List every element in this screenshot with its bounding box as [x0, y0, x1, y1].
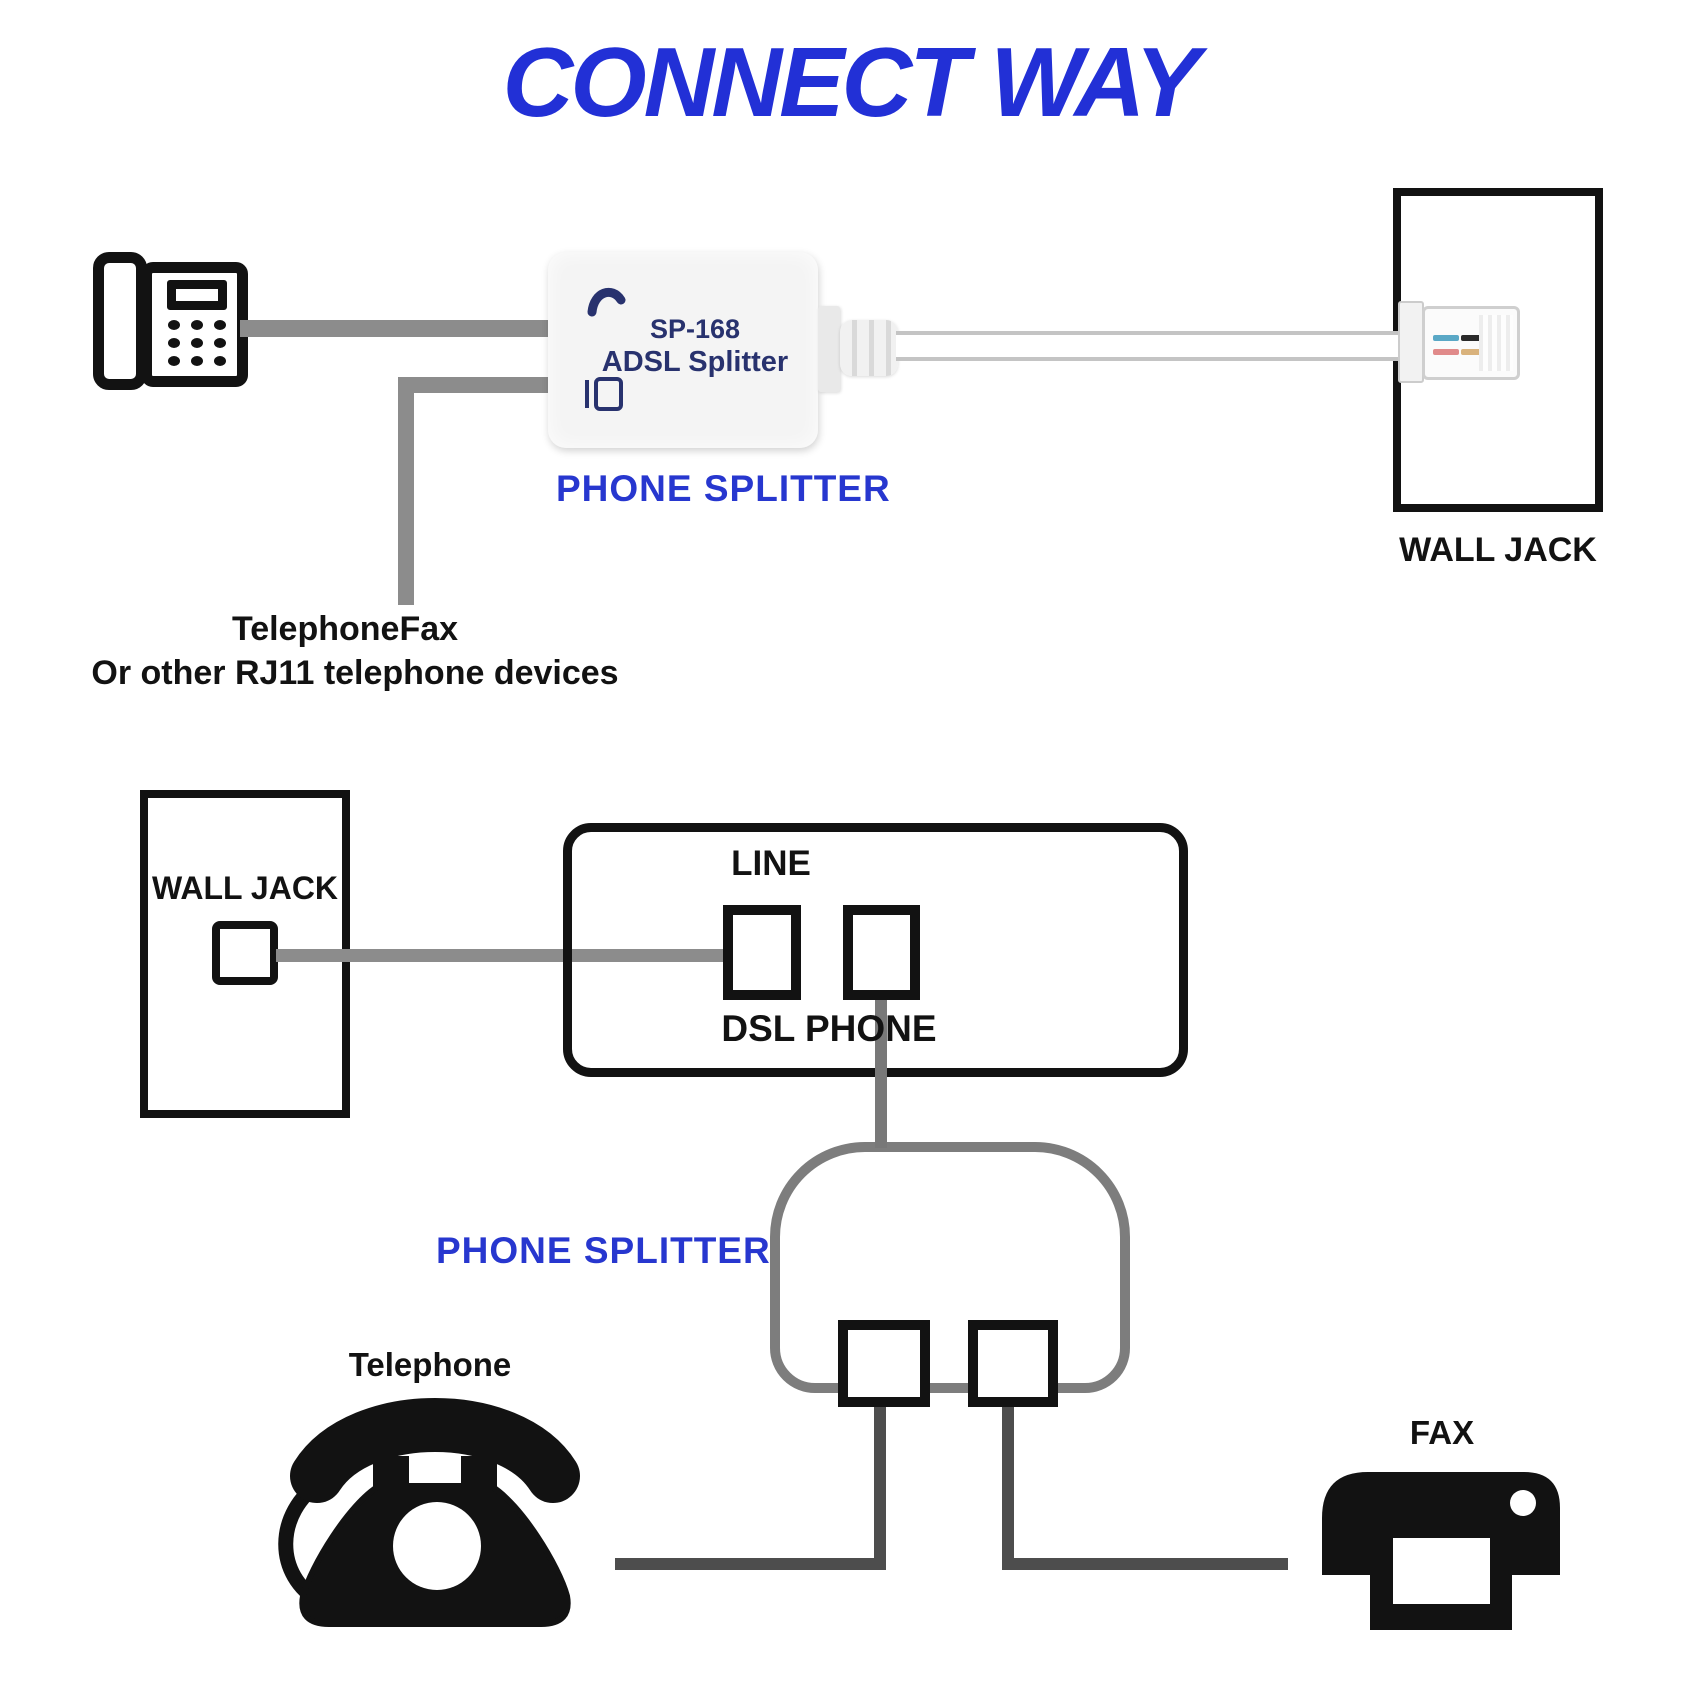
- wall-jack-top-label: WALL JACK: [1399, 531, 1597, 569]
- line-port-label: LINE: [731, 844, 811, 883]
- fax-label: FAX: [1409, 1414, 1475, 1451]
- adsl-splitter-device: SP-168 ADSL Splitter: [548, 252, 818, 448]
- dsl-port: [723, 905, 801, 1000]
- rj11-wire-blue: [1433, 335, 1459, 341]
- cable-strain-relief: [840, 320, 898, 376]
- phone-splitter-label-bottom: PHONE SPLITTER: [436, 1230, 771, 1271]
- desk-phone-display: [167, 280, 227, 310]
- phone-splitter-dome: [770, 1142, 1130, 1393]
- device-name-text: ADSL Splitter: [601, 346, 789, 378]
- branch-note-line2: Or other RJ11 telephone devices: [91, 654, 619, 692]
- rj11-pin-ridges: [1479, 315, 1513, 371]
- desk-phone-keypad: [168, 320, 228, 366]
- fax-icon: [1322, 1472, 1560, 1630]
- line-socket-icon: [585, 377, 623, 411]
- rj11-plug-collar: [1398, 301, 1424, 383]
- splitter-connector-stub: [818, 306, 840, 392]
- line-splitter-to-fax-vertical: [1002, 1405, 1014, 1570]
- telephone-label: Telephone: [348, 1346, 512, 1383]
- device-model-text: SP-168: [649, 314, 741, 344]
- phone-port: [843, 905, 920, 1000]
- splitter-port-right: [968, 1320, 1058, 1407]
- splitter-port-left: [838, 1320, 930, 1407]
- desk-phone-handset: [93, 252, 147, 390]
- branch-note-line1: TelephoneFax: [231, 610, 459, 648]
- rj11-wire-black: [1461, 335, 1481, 341]
- line-phone-to-splitter: [240, 320, 552, 337]
- line-phoneport-to-splitter: [875, 998, 887, 1148]
- cable-splitter-to-walljack: [896, 331, 1424, 361]
- dsl-phone-ports-label: DSL PHONE: [721, 1008, 937, 1049]
- line-splitter-to-telephone-vertical: [874, 1405, 886, 1570]
- line-splitter-to-telephone-horizontal: [615, 1558, 886, 1570]
- phone-splitter-label-top: PHONE SPLITTER: [556, 468, 891, 509]
- line-walljack-to-line-port: [276, 949, 726, 962]
- rj11-wire-yellow: [1461, 349, 1481, 355]
- wall-jack-port: [212, 921, 278, 985]
- branch-line-horizontal: [398, 377, 552, 393]
- wall-jack-bottom-label: WALL JACK: [151, 870, 339, 906]
- line-splitter-to-fax-horizontal: [1002, 1558, 1288, 1570]
- rotary-phone-icon: [278, 1398, 580, 1627]
- page-title: CONNECT WAY: [502, 27, 1201, 137]
- handset-icon: [587, 287, 626, 317]
- rj11-wire-red: [1433, 349, 1459, 355]
- branch-line-vertical: [398, 377, 414, 605]
- rj11-plug-icon: [1422, 306, 1520, 380]
- desk-phone-icon: [93, 246, 248, 394]
